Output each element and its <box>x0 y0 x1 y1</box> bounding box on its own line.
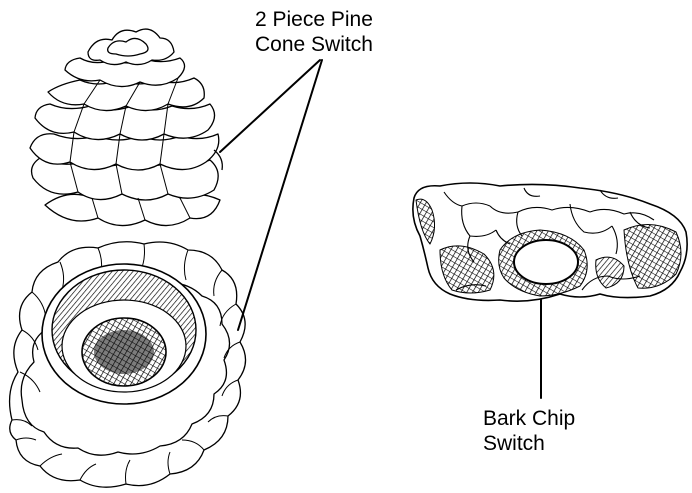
pine-cone-switch-label: 2 Piece Pine Cone Switch <box>255 7 373 57</box>
leader-line-base-cone <box>238 60 322 330</box>
bark-chip-switch-label: Bark Chip Switch <box>483 406 575 456</box>
leader-line-top-cone <box>220 60 320 152</box>
pine-cone-top-illustration <box>30 29 222 225</box>
bark-chip-label-line-1: Bark Chip <box>483 406 575 431</box>
bark-chip-illustration <box>413 183 687 301</box>
bark-chip-label-line-2: Switch <box>483 431 575 456</box>
pine-cone-label-line-1: 2 Piece Pine <box>255 7 373 32</box>
pine-cone-base-illustration <box>10 242 246 487</box>
pine-cone-label-line-2: Cone Switch <box>255 32 373 57</box>
